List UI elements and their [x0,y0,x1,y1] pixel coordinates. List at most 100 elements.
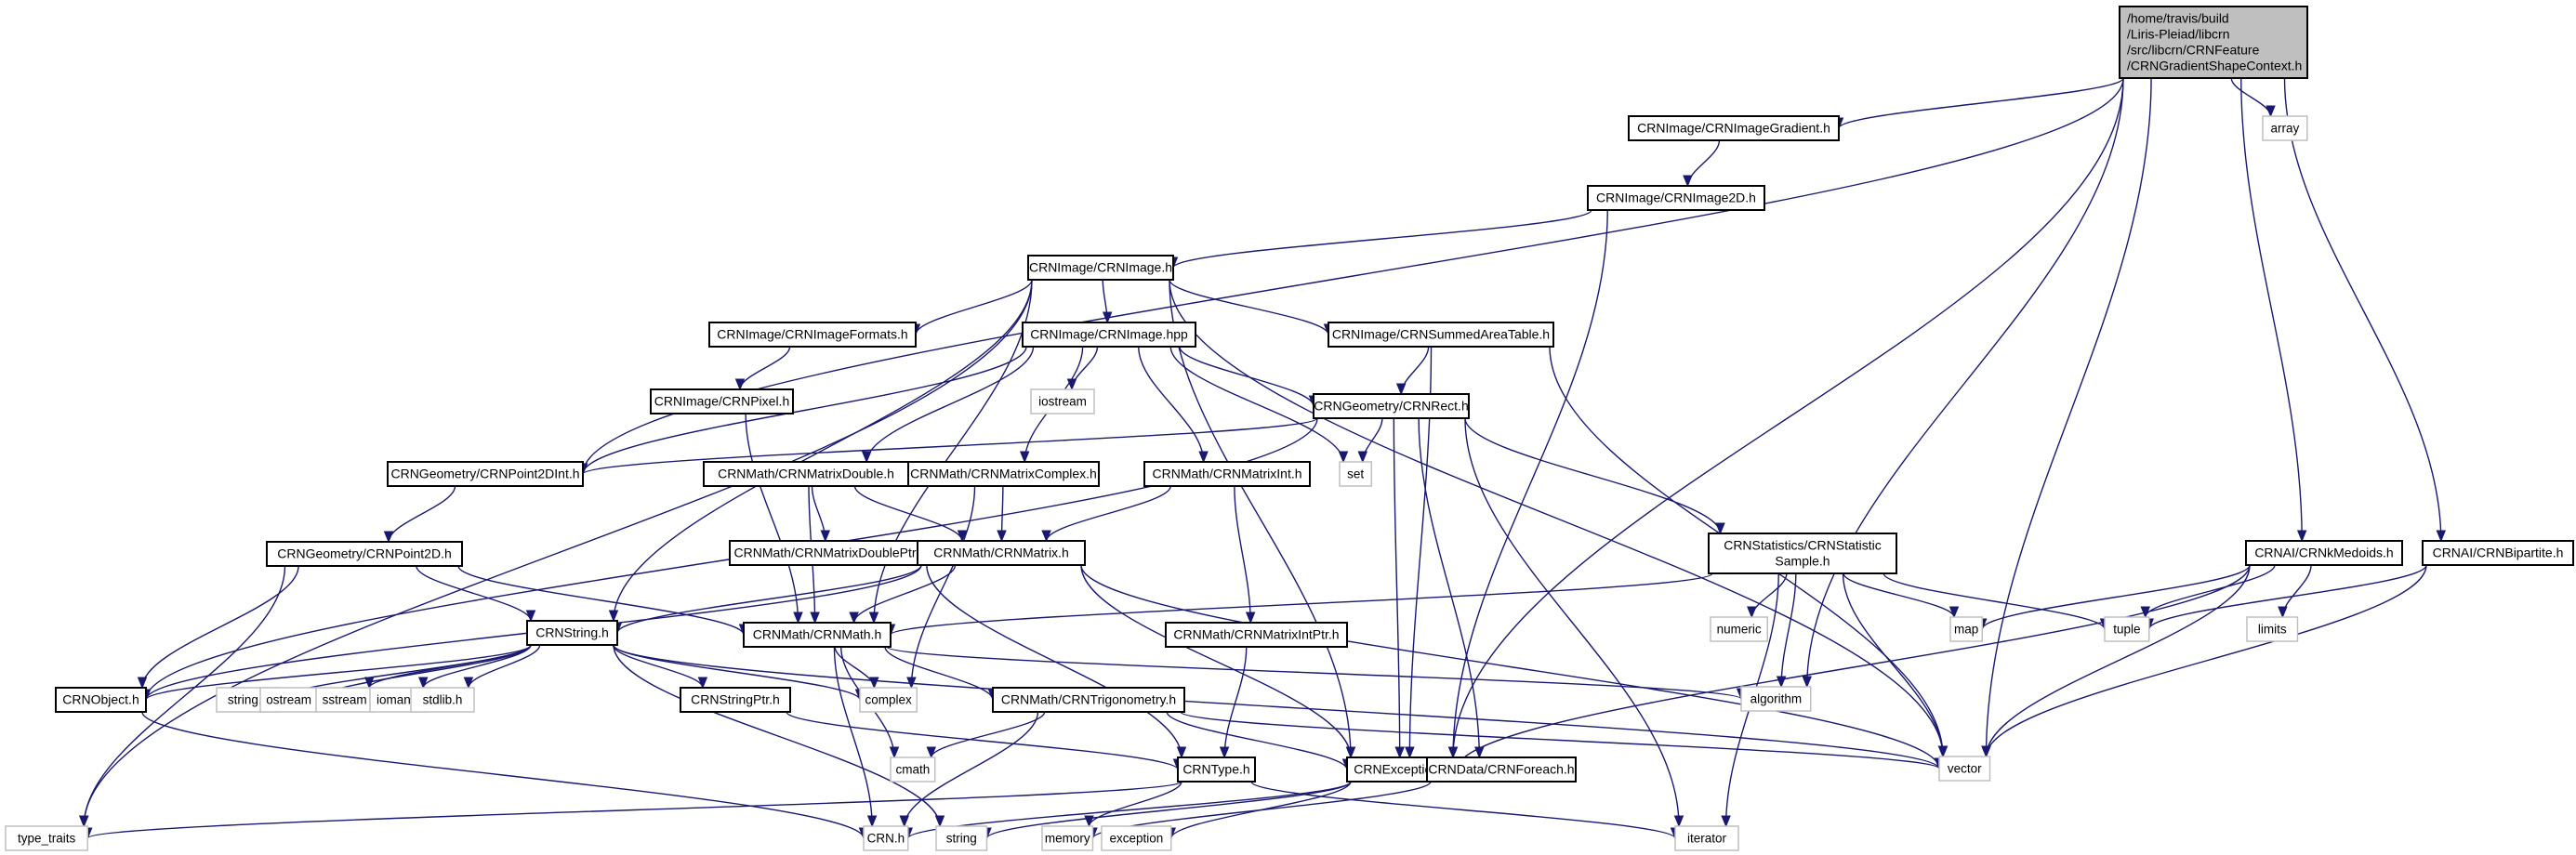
node-matrixintptr[interactable]: CRNMath/CRNMatrixIntPtr.h [1165,622,1348,648]
edge-imagehpp-to-set [1169,346,1344,463]
node-stringptr[interactable]: CRNStringPtr.h [680,687,791,713]
arrowhead-icon [934,815,945,828]
node-label: CRNGeometry/CRNPoint2DInt.h [390,467,579,481]
node-map[interactable]: map [1949,616,1983,642]
node-box [387,461,584,487]
node-math[interactable]: CRNMath/CRNMath.h [743,622,892,648]
arrowhead-icon [1776,676,1787,689]
node-imagegradient[interactable]: CRNImage/CRNImageGradient.h [1628,115,1840,141]
node-imageformats[interactable]: CRNImage/CRNImageFormats.h [708,322,917,348]
node-box [526,620,618,646]
node-string[interactable]: CRNString.h [526,620,618,646]
edge-imagehpp-to-matrixdouble [865,346,1035,463]
edge-root-to-vector [1985,77,2152,757]
node-iostream[interactable]: iostream [1030,388,1095,414]
edge-trigonometry-to-vector [1180,711,1940,770]
edge-matrixintptr-to-type [1223,646,1248,758]
node-label: CRNStatistics/CRNStatistic [1724,538,1882,553]
node-label: CRNException.h [1354,762,1450,777]
arrowhead-icon [364,677,375,690]
node-imagehpp[interactable]: CRNImage/CRNImage.hpp [1022,322,1196,348]
node-crn[interactable]: CRN.h [863,825,909,851]
node-sstream[interactable]: sstream [315,687,374,713]
edge-statsample-to-math [890,572,1713,636]
node-box [890,756,936,783]
node-type_traits[interactable]: type_traits [5,825,88,851]
node-matrixint[interactable]: CRNMath/CRNMatrixInt.h [1143,461,1311,487]
node-type[interactable]: CRNType.h [1177,756,1256,783]
edge-rect-to-statsample [1464,417,1722,534]
edge-kmedoids-to-limits [2281,564,2312,618]
edge-image2d-to-image [1172,209,1592,269]
edge-trigonometry-to-crn [904,711,1039,827]
node-stdlib[interactable]: stdlib.h [410,687,475,713]
edge-point2d-to-math [457,565,745,636]
node-ostream[interactable]: ostream [259,687,318,713]
node-matrixcomplex[interactable]: CRNMath/CRNMatrixComplex.h [907,461,1100,487]
arrowhead-icon [1219,746,1230,759]
node-box [703,461,909,487]
node-kmedoids[interactable]: CRNAI/CRNkMedoids.h [2245,540,2403,566]
node-rect[interactable]: CRNGeometry/CRNRect.h [1313,393,1470,419]
node-complex[interactable]: complex [859,687,918,713]
node-label: CRN.h [867,832,905,846]
edge-root-to-bipartite [2283,77,2442,542]
node-numeric[interactable]: numeric [1710,616,1768,642]
node-label: complex [865,693,912,707]
node-label: cmath [895,763,930,777]
edge-point2d-to-object [141,565,299,689]
edge-image-to-string [613,279,1033,622]
node-cmath[interactable]: cmath [890,756,936,783]
node-box [863,825,909,851]
node-iterator[interactable]: iterator [1674,825,1739,851]
node-object[interactable]: CRNObject.h [55,687,147,713]
node-point2dint[interactable]: CRNGeometry/CRNPoint2DInt.h [387,461,584,487]
node-box [1938,756,1991,782]
node-memory[interactable]: memory [1041,825,1094,851]
arrowhead-icon [1395,383,1407,396]
node-algorithm[interactable]: algorithm [1740,686,1812,712]
edge-rect-to-foreach [1418,417,1480,758]
arrowhead-icon [1345,746,1356,759]
node-sat[interactable]: CRNImage/CRNSummedAreaTable.h [1328,322,1554,348]
node-trigonometry[interactable]: CRNMath/CRNTrigonometry.h [992,687,1185,713]
edge-matrixint-to-matrixintptr [1234,485,1251,624]
node-label: sstream [323,693,367,707]
node-label: iterator [1687,832,1727,846]
node-label: memory [1045,832,1090,846]
node-label: string.h [228,693,269,707]
node-string[interactable]: string [935,825,988,851]
edge-imagegradient-to-image2d [1686,139,1721,187]
node-matrixdouble[interactable]: CRNMath/CRNMatrixDouble.h [703,461,909,487]
edge-type-to-memory [1088,781,1182,827]
edge-root-to-array [2230,77,2272,117]
edge-string-to-string [613,644,941,827]
arrowhead-icon [1447,746,1459,759]
node-array[interactable]: array [2262,115,2308,141]
node-bipartite[interactable]: CRNAI/CRNBipartite.h [2422,540,2574,566]
node-box [680,687,791,713]
node-image[interactable]: CRNImage/CRNImage.h [1027,255,1174,281]
node-label: numeric [1717,623,1762,637]
node-tuple[interactable]: tuple [2104,616,2150,642]
node-set[interactable]: set [1339,461,1372,487]
arrowhead-icon [1198,451,1209,464]
node-limits[interactable]: limits [2246,616,2299,642]
node-label: CRNImage/CRNImage.hpp [1030,327,1188,342]
node-label: iomanip [376,693,420,707]
node-image2d[interactable]: CRNImage/CRNImage2D.h [1587,185,1765,211]
node-root[interactable]: /home/travis/build/Liris-Pleiad/libcrn/s… [2119,6,2308,79]
node-label: CRNImage/CRNImage2D.h [1596,191,1756,205]
node-vector[interactable]: vector [1938,756,1991,782]
node-foreach[interactable]: CRNData/CRNForeach.h [1426,756,1577,783]
node-box [650,388,794,414]
node-box [2245,540,2403,566]
node-matrixdoubleptr[interactable]: CRNMath/CRNMatrixDoublePtr.h [729,540,931,566]
node-matrix[interactable]: CRNMath/CRNMatrix.h [917,540,1086,566]
node-point2d[interactable]: CRNGeometry/CRNPoint2D.h [266,541,463,567]
node-box [1101,825,1172,851]
node-exception[interactable]: exception [1101,825,1172,851]
node-pixel[interactable]: CRNImage/CRNPixel.h [650,388,794,414]
edge-bipartite-to-tuple [2148,564,2427,630]
